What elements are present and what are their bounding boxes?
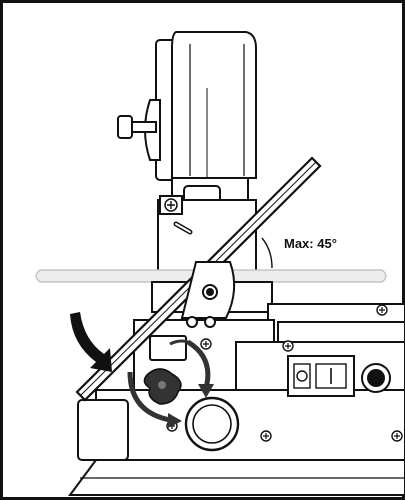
phillips-screw-icon <box>282 340 294 352</box>
rotate-arrow-icon <box>127 339 214 428</box>
phillips-screw-icon <box>376 304 388 316</box>
max-angle-label: Max: 45° <box>284 236 337 251</box>
phillips-screw-icon <box>391 430 403 442</box>
phillips-screw-icon <box>260 430 272 442</box>
handle-knob <box>117 115 157 139</box>
speed-dial <box>361 363 391 393</box>
phillips-screw-icon <box>164 198 178 212</box>
power-switch <box>287 355 355 397</box>
column-neck <box>157 177 257 281</box>
phillips-screw-icon <box>200 338 212 350</box>
dust-port <box>184 396 240 452</box>
three-lobe-knob-icon <box>143 368 182 405</box>
angle-arc <box>261 237 273 269</box>
guard-pin <box>173 221 193 235</box>
curved-arrow-icon <box>70 312 112 372</box>
